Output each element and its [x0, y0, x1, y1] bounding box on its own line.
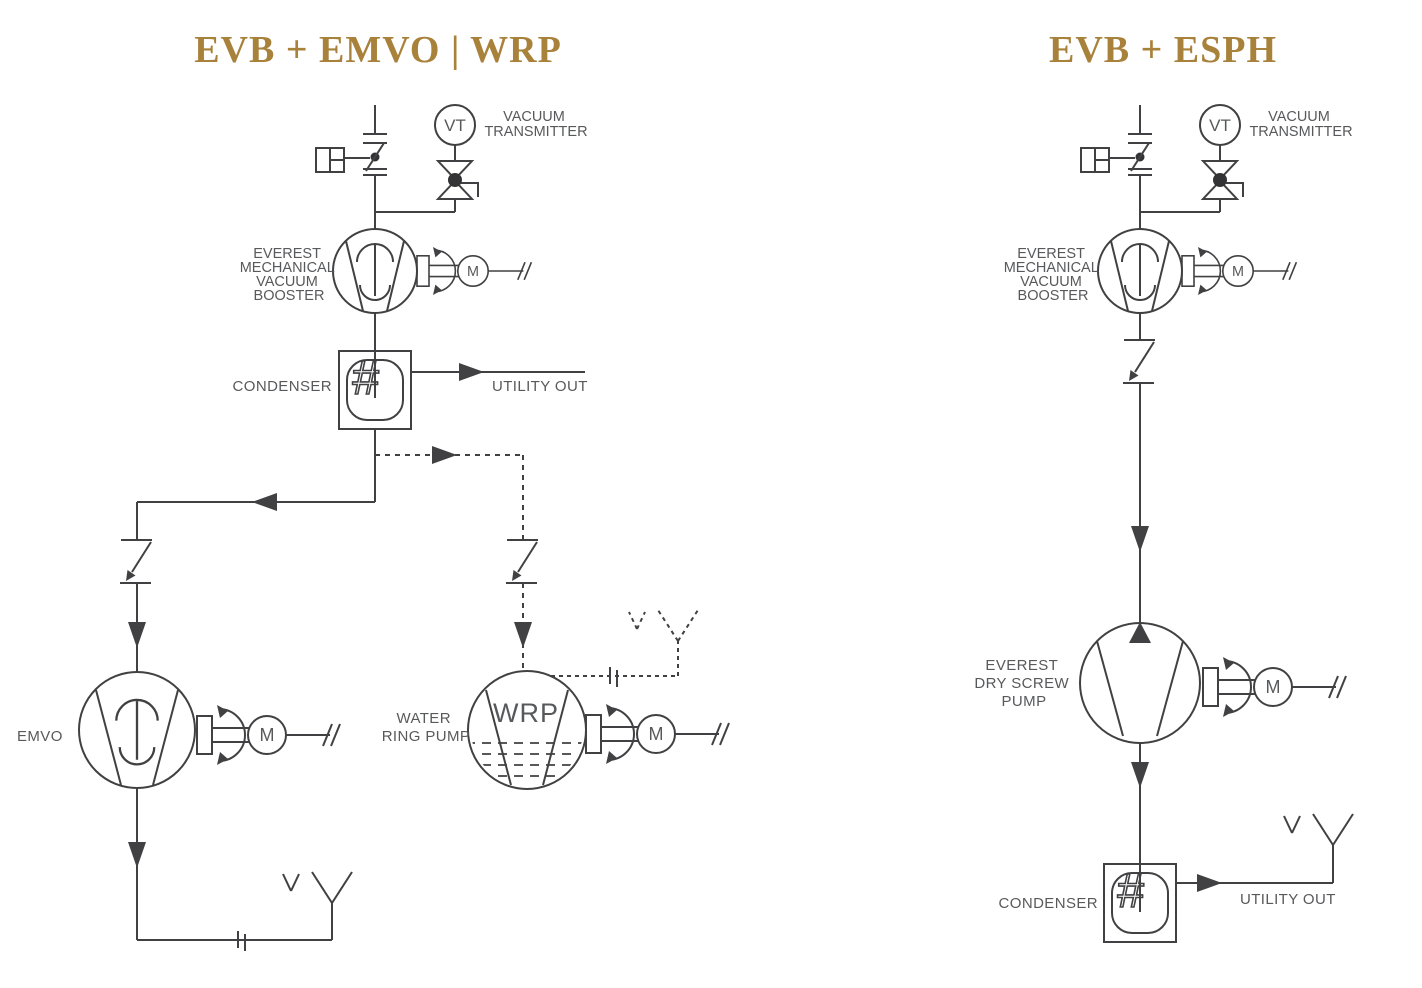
- rotor-icon: [115, 698, 159, 766]
- water-ring-pump-label: WATER RING PUMP: [382, 710, 471, 745]
- vent-icon: [1283, 813, 1354, 846]
- pump-motor-icon: [1202, 656, 1347, 718]
- flow-arrow: [128, 842, 146, 868]
- flow-arrow: [252, 493, 277, 511]
- dry-screw-pump-symbol: [1079, 622, 1347, 744]
- rotor-icon: [1121, 243, 1159, 301]
- right-utility-out-label: UTILITY OUT: [1240, 891, 1336, 908]
- wrp-motor-icon: [585, 703, 730, 765]
- mechanical-vacuum-booster-symbol: [332, 228, 533, 314]
- wrp-text: WRP: [493, 698, 559, 728]
- emvo-pump-symbol: [78, 671, 341, 789]
- right-booster-label: EVEREST MECHANICAL VACUUM BOOSTER: [1004, 246, 1103, 304]
- dry-screw-pump-label: EVEREST DRY SCREW PUMP: [974, 657, 1073, 710]
- left-condenser-label: CONDENSER: [233, 378, 332, 395]
- flow-arrow: [1131, 762, 1149, 788]
- emvo-motor-icon: [196, 704, 341, 766]
- right-condenser-label: CONDENSER: [999, 895, 1098, 912]
- flex-connector-icon: [1122, 339, 1156, 384]
- vt-valve-icon: [1139, 104, 1354, 213]
- rotor-icon: [356, 243, 394, 301]
- water-ring-pump-symbol: WRP: [467, 670, 730, 790]
- condenser-icon: [1103, 863, 1177, 943]
- right-diagram-evb-esph: EVB + ESPH EVEREST MECHANICAL VACUUM BOO…: [974, 29, 1354, 943]
- left-utility-out-label: UTILITY OUT: [492, 378, 588, 395]
- process-inlet-icon: [1080, 104, 1153, 230]
- right-title: EVB + ESPH: [1049, 29, 1277, 71]
- water-level-dashes: [471, 742, 583, 777]
- emvo-label: EMVO: [17, 728, 63, 745]
- right-utility-out: UTILITY OUT: [1176, 813, 1354, 908]
- condenser-icon: [338, 350, 412, 430]
- flow-arrow: [432, 446, 457, 464]
- booster-motor-icon: [1181, 246, 1298, 296]
- flex-connector-icon: [505, 539, 539, 584]
- mechanical-vacuum-booster-symbol: [1097, 228, 1298, 314]
- booster-motor-icon: [416, 246, 533, 296]
- left-title: EVB + EMVO | WRP: [194, 29, 562, 71]
- left-diagram-evb-emvo-wrp: EVB + EMVO | WRP EVEREST MECHANICAL VACU…: [17, 29, 730, 952]
- flow-arrow: [128, 622, 146, 648]
- flow-arrow: [1131, 526, 1149, 552]
- vent-icon-dashed: [628, 609, 699, 642]
- flex-connector-icon: [119, 539, 153, 584]
- process-inlet-icon: [315, 104, 388, 230]
- left-utility-out: UTILITY OUT: [411, 363, 588, 395]
- vent-icon: [282, 871, 353, 904]
- vt-valve-icon: [374, 104, 589, 213]
- left-booster-label: EVEREST MECHANICAL VACUUM BOOSTER: [240, 246, 339, 304]
- inlet-arrow: [1129, 622, 1151, 643]
- flow-arrow: [514, 622, 532, 648]
